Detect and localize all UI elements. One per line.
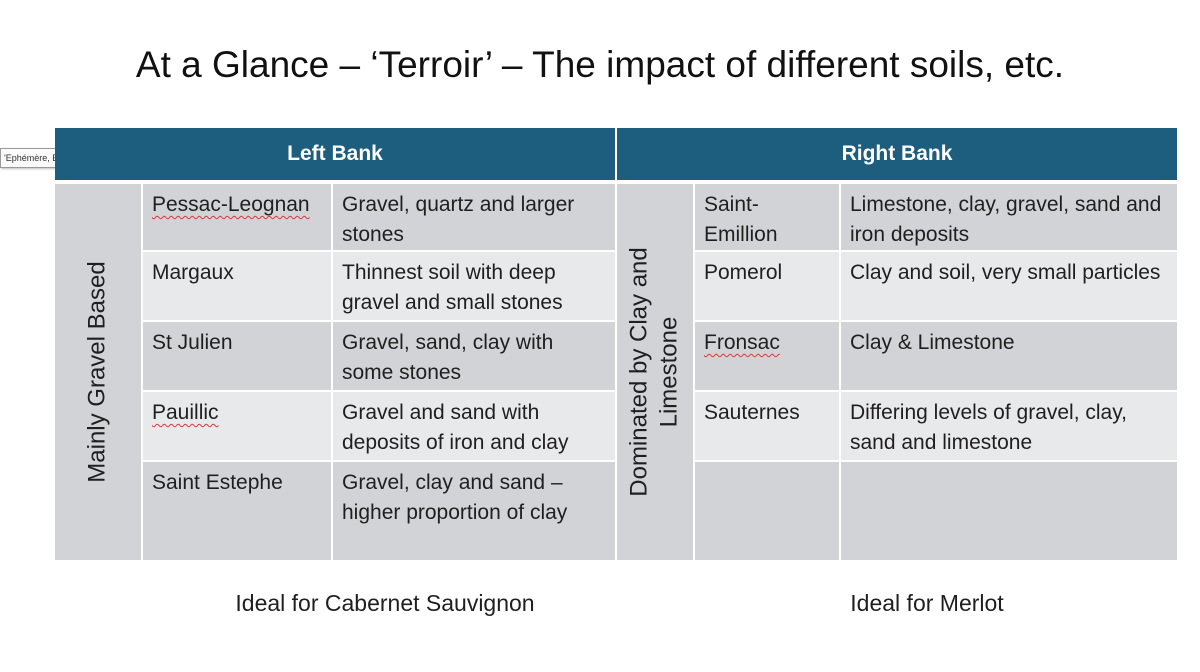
right-bank-header-label: Right Bank bbox=[841, 142, 953, 165]
right-bank-side-label-line2: Limestone bbox=[656, 316, 683, 428]
right-row-1-soil: Limestone, clay, gravel, sand and iron d… bbox=[841, 184, 1177, 250]
right-row-4-region: Sauternes bbox=[695, 392, 839, 460]
region-name: Fronsac bbox=[704, 331, 780, 354]
left-bank-footer: Ideal for Cabernet Sauvignon bbox=[235, 590, 535, 616]
left-bank-side-label: Mainly Gravel Based bbox=[84, 261, 111, 483]
left-row-1-soil: Gravel, quartz and larger stones bbox=[333, 184, 615, 250]
region-name: Saint-Emillion bbox=[704, 193, 778, 246]
region-name: St Julien bbox=[152, 331, 233, 354]
right-row-5-soil bbox=[841, 462, 1177, 560]
right-row-2-soil: Clay and soil, very small particles bbox=[841, 252, 1177, 320]
left-row-2-soil: Thinnest soil with deep gravel and small… bbox=[333, 252, 615, 320]
region-name: Margaux bbox=[152, 261, 234, 284]
right-row-2-region: Pomerol bbox=[695, 252, 839, 320]
soil-description: Thinnest soil with deep gravel and small… bbox=[342, 261, 563, 314]
left-row-5-soil: Gravel, clay and sand – higher proportio… bbox=[333, 462, 615, 560]
right-bank-footer: Ideal for Merlot bbox=[850, 590, 1004, 616]
right-bank-side-label-line1: Dominated by Clay and bbox=[626, 247, 653, 497]
soil-description: Gravel, quartz and larger stones bbox=[342, 193, 575, 246]
soil-description: Differing levels of gravel, clay, sand a… bbox=[850, 401, 1128, 454]
left-row-4-region: Pauillic bbox=[143, 392, 331, 460]
soil-description: Gravel and sand with deposits of iron an… bbox=[342, 401, 569, 454]
slide-title: At a Glance – ‘Terroir’ – The impact of … bbox=[135, 44, 1065, 85]
right-row-3-region: Fronsac bbox=[695, 322, 839, 390]
right-bank-side-label: Dominated by Clay and Limestone bbox=[625, 247, 685, 496]
soil-description: Limestone, clay, gravel, sand and iron d… bbox=[850, 193, 1162, 246]
region-name: Pauillic bbox=[152, 401, 219, 424]
region-name: Saint Estephe bbox=[152, 471, 283, 494]
left-row-3-region: St Julien bbox=[143, 322, 331, 390]
right-bank-side-cell: Dominated by Clay and Limestone bbox=[617, 184, 693, 560]
left-bank-header-label: Left Bank bbox=[287, 142, 383, 165]
soil-description: Gravel, clay and sand – higher proportio… bbox=[342, 471, 568, 524]
right-bank-header: Right Bank bbox=[617, 128, 1177, 180]
soil-description: Gravel, sand, clay with some stones bbox=[342, 331, 554, 384]
region-name: Pessac-Leognan bbox=[152, 193, 310, 216]
region-name: Pomerol bbox=[704, 261, 783, 284]
left-row-5-region: Saint Estephe bbox=[143, 462, 331, 560]
left-bank-side-cell: Mainly Gravel Based bbox=[55, 184, 141, 560]
left-row-4-soil: Gravel and sand with deposits of iron an… bbox=[333, 392, 615, 460]
right-row-1-region: Saint-Emillion bbox=[695, 184, 839, 250]
left-bank-header: Left Bank bbox=[55, 128, 615, 180]
right-row-4-soil: Differing levels of gravel, clay, sand a… bbox=[841, 392, 1177, 460]
left-row-3-soil: Gravel, sand, clay with some stones bbox=[333, 322, 615, 390]
right-row-5-region bbox=[695, 462, 839, 560]
soil-description: Clay and soil, very small particles bbox=[850, 261, 1161, 284]
region-name: Sauternes bbox=[704, 401, 800, 424]
left-row-1-region: Pessac-Leognan bbox=[143, 184, 331, 250]
left-row-2-region: Margaux bbox=[143, 252, 331, 320]
soil-description: Clay & Limestone bbox=[850, 331, 1015, 354]
right-row-3-soil: Clay & Limestone bbox=[841, 322, 1177, 390]
